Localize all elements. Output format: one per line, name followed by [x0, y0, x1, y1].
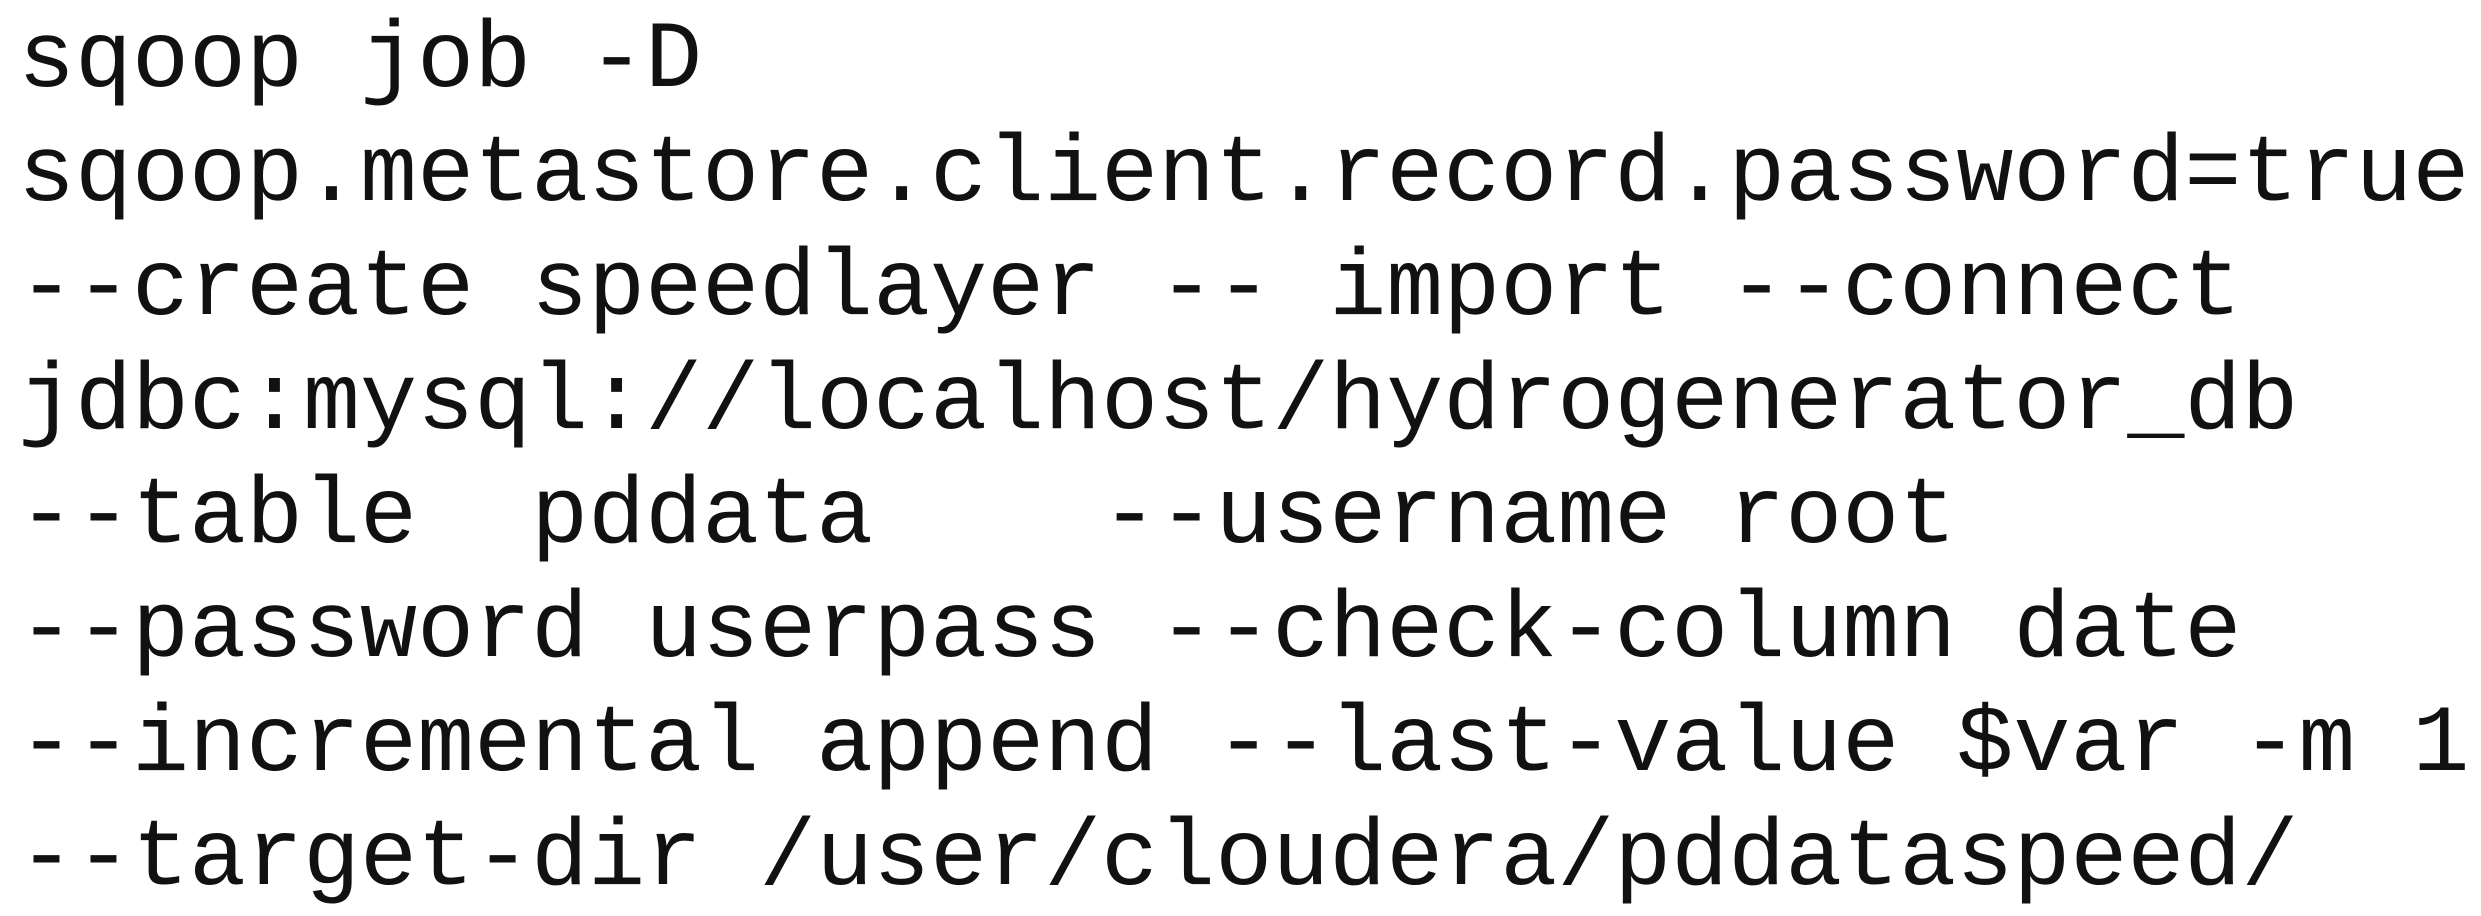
code-line: --target-dir /user/cloudera/pddataspeed/ — [18, 805, 2299, 913]
code-line: --incremental append --last-value $var -… — [18, 691, 2470, 799]
code-line: sqoop job -D — [18, 7, 703, 115]
code-line: --password userpass --check-column date — [18, 577, 2242, 685]
code-line: --create speedlayer -- import --connect — [18, 235, 2242, 343]
code-line: --table pddata --username root — [18, 463, 1957, 571]
code-line: jdbc:mysql://localhost/hydrogenerator_db — [18, 349, 2299, 457]
code-line: sqoop.metastore.client.record.password=t… — [18, 121, 2470, 229]
